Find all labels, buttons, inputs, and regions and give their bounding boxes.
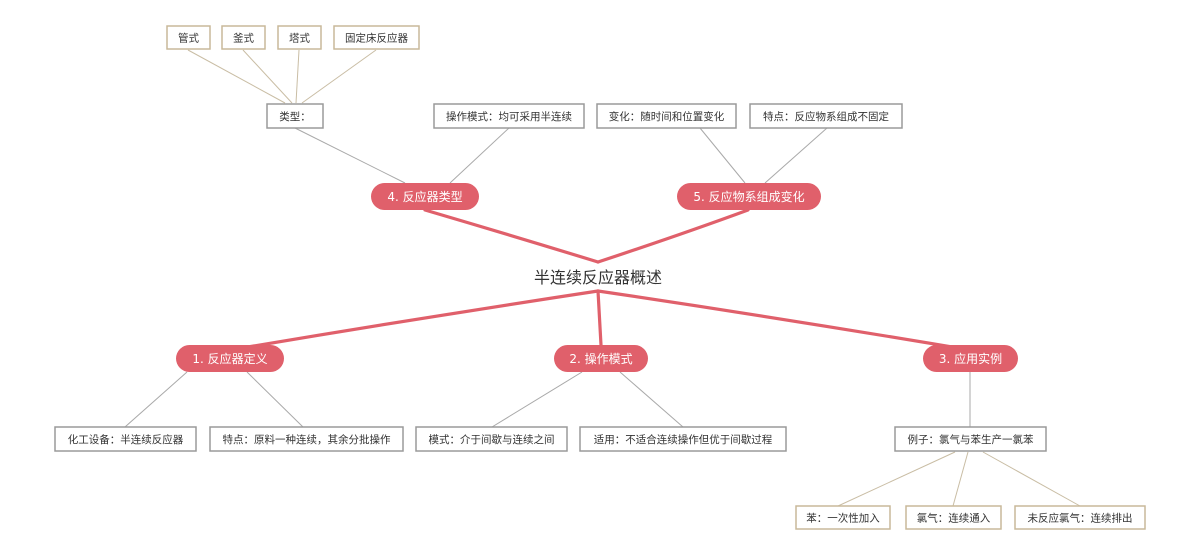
connector-center-branch-2	[596, 289, 603, 347]
leaf-unreacted-chlorine-label: 未反应氯气：连续排出	[1028, 512, 1133, 525]
connector-b5-c1	[699, 127, 746, 184]
leaf-kettle-type-box	[221, 25, 266, 50]
connector-example-benzene	[837, 451, 956, 507]
branch-composition-change-label: 5. 反应物系组成变化	[693, 189, 804, 204]
branch-operation-mode-label: 2. 操作模式	[569, 351, 632, 366]
leaf-fixed-bed-reactor-box	[333, 25, 420, 50]
center-topic-label: 半连续反应器概述	[534, 268, 662, 287]
branch-operation-mode[interactable]: 2. 操作模式	[554, 345, 648, 372]
branch-reactor-types[interactable]: 4. 反应器类型	[371, 183, 479, 210]
node-types[interactable]: 类型：	[266, 103, 324, 129]
leaf-tube-type[interactable]: 管式	[166, 25, 211, 50]
leaf-unreacted-chlorine-box	[1014, 505, 1146, 530]
connector-b1-c2	[246, 371, 304, 428]
branch-reactor-definition-pill	[176, 345, 284, 372]
connector-b4-c1	[294, 127, 406, 184]
connector-type-tube	[187, 49, 286, 104]
connector-example-unreacted	[982, 451, 1081, 507]
node-variation[interactable]: 变化：随时间和位置变化	[596, 103, 737, 129]
branch-reactor-types-label: 4. 反应器类型	[387, 189, 462, 204]
connector-center-branch-4	[423, 208, 600, 264]
node-mode-box	[415, 426, 568, 452]
node-chemical-equipment[interactable]: 化工设备：半连续反应器	[54, 426, 197, 452]
node-definition-feature-label: 特点：原料一种连续，其余分批操作	[223, 433, 391, 446]
leaf-kettle-type-label: 釜式	[233, 32, 254, 45]
branch-application-example[interactable]: 3. 应用实例	[923, 345, 1018, 372]
node-definition-feature-box	[209, 426, 404, 452]
connector-center-branch-1	[228, 289, 600, 352]
connector-center-branch-5	[596, 208, 750, 264]
sub-connectors	[124, 127, 971, 428]
leaf-unreacted-chlorine[interactable]: 未反应氯气：连续排出	[1014, 505, 1146, 530]
leaf-fixed-bed-reactor[interactable]: 固定床反应器	[333, 25, 420, 50]
node-variation-label: 变化：随时间和位置变化	[609, 110, 725, 123]
connector-type-fixedbed	[301, 49, 377, 104]
leaf-benzene-label: 苯：一次性加入	[806, 512, 880, 525]
connector-b2-c2	[619, 371, 684, 428]
leaf-fixed-bed-reactor-label: 固定床反应器	[345, 32, 408, 45]
node-applicable-box	[579, 426, 787, 452]
node-mode-label: 模式：介于间歇与连续之间	[429, 433, 555, 446]
leaf-tube-type-label: 管式	[178, 32, 199, 45]
connector-b4-c2	[449, 127, 510, 184]
node-example[interactable]: 例子：氯气与苯生产一氯苯	[894, 426, 1047, 452]
leaf-chlorine[interactable]: 氯气：连续通入	[905, 505, 1002, 530]
node-types-box	[266, 103, 324, 129]
node-mode[interactable]: 模式：介于间歇与连续之间	[415, 426, 568, 452]
node-variation-box	[596, 103, 737, 129]
connector-b1-c1	[124, 371, 188, 428]
branch-reactor-types-pill	[371, 183, 479, 210]
leaf-tube-type-box	[166, 25, 211, 50]
connector-center-branch-3	[596, 289, 972, 352]
connector-type-tower	[295, 49, 300, 104]
node-applicable-label: 适用：不适合连续操作但优于间歇过程	[594, 433, 773, 446]
branch-composition-change-pill	[677, 183, 821, 210]
center-topic[interactable]: 半连续反应器概述	[534, 268, 662, 287]
branch-reactor-definition[interactable]: 1. 反应器定义	[176, 345, 284, 372]
node-composition-feature-box	[749, 103, 903, 129]
node-chemical-equipment-box	[54, 426, 197, 452]
node-composition-feature-label: 特点：反应物系组成不固定	[763, 110, 889, 123]
connector-b5-c2	[764, 127, 828, 184]
node-example-box	[894, 426, 1047, 452]
node-types-label: 类型：	[279, 110, 311, 123]
leaf-chlorine-label: 氯气：连续通入	[917, 512, 991, 525]
leaf-benzene-box	[795, 505, 891, 530]
node-example-label: 例子：氯气与苯生产一氯苯	[908, 433, 1034, 446]
node-operation-mode-all-label: 操作模式：均可采用半连续	[446, 110, 572, 123]
connector-type-kettle	[242, 49, 293, 104]
branch-reactor-definition-label: 1. 反应器定义	[192, 351, 267, 366]
node-applicable[interactable]: 适用：不适合连续操作但优于间歇过程	[579, 426, 787, 452]
connector-b2-c1	[491, 371, 583, 428]
branch-application-example-pill	[923, 345, 1018, 372]
node-composition-feature[interactable]: 特点：反应物系组成不固定	[749, 103, 903, 129]
leaf-connectors	[187, 49, 1081, 507]
node-operation-mode-all[interactable]: 操作模式：均可采用半连续	[433, 103, 585, 129]
leaf-tower-type-box	[277, 25, 322, 50]
main-connectors	[228, 208, 972, 352]
leaf-kettle-type[interactable]: 釜式	[221, 25, 266, 50]
leaf-benzene[interactable]: 苯：一次性加入	[795, 505, 891, 530]
leaf-tower-type-label: 塔式	[289, 32, 310, 45]
branch-composition-change[interactable]: 5. 反应物系组成变化	[677, 183, 821, 210]
leaf-tower-type[interactable]: 塔式	[277, 25, 322, 50]
connector-example-chlorine	[952, 451, 969, 507]
node-definition-feature[interactable]: 特点：原料一种连续，其余分批操作	[209, 426, 404, 452]
branch-operation-mode-pill	[554, 345, 648, 372]
leaf-chlorine-box	[905, 505, 1002, 530]
branch-application-example-label: 3. 应用实例	[939, 351, 1002, 366]
node-chemical-equipment-label: 化工设备：半连续反应器	[68, 433, 184, 446]
node-operation-mode-all-box	[433, 103, 585, 129]
